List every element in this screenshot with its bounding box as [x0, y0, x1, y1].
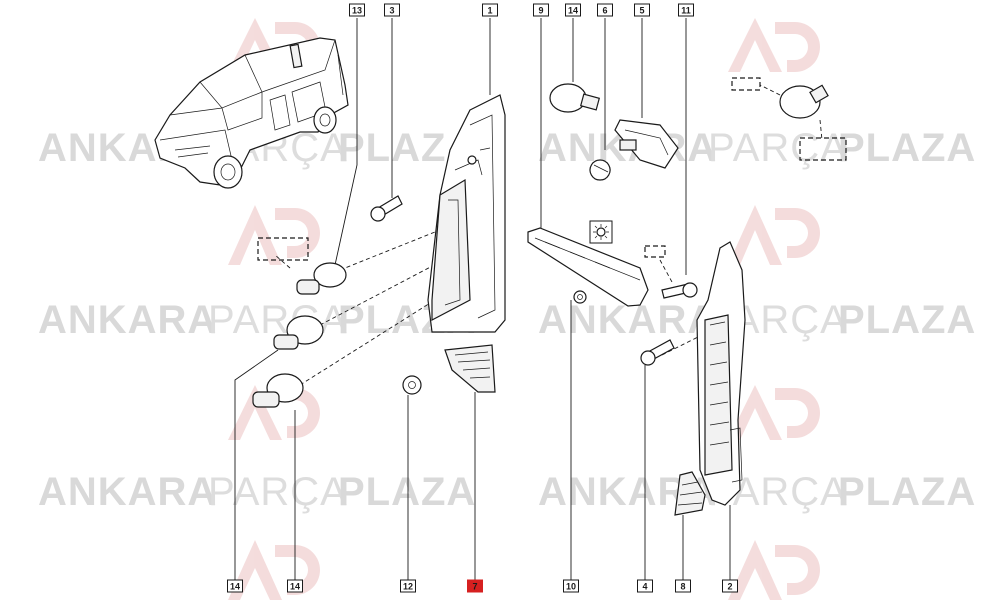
callout-4: 4 — [637, 579, 653, 593]
callout-number: 1 — [487, 6, 492, 16]
watermark-text-row-2: ANKARA PARÇA PLAZA ANKARA PARÇA PLAZA — [38, 298, 976, 342]
wm-word-parca: PARÇA — [708, 126, 848, 170]
callout-number: 9 — [538, 6, 543, 16]
callout-number: 4 — [642, 582, 647, 592]
part-screw-3 — [370, 195, 403, 222]
watermark-logo — [228, 18, 820, 600]
callout-number: 12 — [403, 582, 413, 592]
callout-13: 13 — [349, 3, 365, 17]
callouts-bottom: 14 14 12 7 10 4 8 2 — [227, 579, 738, 593]
callout-10: 10 — [563, 579, 579, 593]
callout-box — [678, 3, 694, 17]
part-dashed-placeholder — [731, 77, 761, 91]
part-screw-4 — [640, 339, 675, 366]
part-number-plate-lamp — [589, 119, 679, 181]
callout-box — [384, 3, 400, 17]
wm-word-plaza: PLAZA — [838, 126, 976, 170]
callouts-top: 13 3 1 9 14 6 5 11 — [349, 3, 694, 17]
part-dashed-placeholder — [799, 137, 847, 161]
callout-box — [565, 3, 581, 17]
callout-number: 6 — [602, 6, 607, 16]
wm-word-plaza: PLAZA — [838, 470, 976, 514]
callout-box — [287, 579, 303, 593]
callout-number: 2 — [727, 582, 732, 592]
callout-box — [533, 3, 549, 17]
wm-word-plaza: PLAZA — [338, 470, 476, 514]
callout-box — [675, 579, 691, 593]
callout-box — [467, 579, 483, 593]
callout-11: 11 — [678, 3, 694, 17]
callout-number: 5 — [639, 6, 644, 16]
part-bulb-symbol — [589, 220, 613, 244]
callout-box — [722, 579, 738, 593]
callout-number: 11 — [681, 6, 691, 16]
callout-14: 14 — [287, 579, 303, 593]
callout-box — [482, 3, 498, 17]
wm-word-parca: PARÇA — [208, 470, 348, 514]
callout-7: 7 — [467, 579, 483, 593]
wm-word-plaza: PLAZA — [838, 298, 976, 342]
callout-2: 2 — [722, 579, 738, 593]
callout-14: 14 — [565, 3, 581, 17]
callout-14: 14 — [227, 579, 243, 593]
part-bulb-14-middle — [273, 315, 324, 350]
part-bulb-top-right — [779, 84, 829, 119]
callout-9: 9 — [533, 3, 549, 17]
callout-3: 3 — [384, 3, 400, 17]
part-reflector-7 — [444, 344, 496, 393]
callout-box — [634, 3, 650, 17]
callout-number: 13 — [352, 6, 362, 16]
callout-number: 10 — [566, 582, 576, 592]
part-reflector-8 — [674, 471, 706, 516]
callout-8: 8 — [675, 579, 691, 593]
callout-box — [227, 579, 243, 593]
callout-6: 6 — [597, 3, 613, 17]
callout-box — [563, 579, 579, 593]
part-dashed-placeholder — [257, 237, 309, 261]
leader-lines — [234, 18, 823, 580]
part-clip-12 — [402, 375, 422, 395]
part-bulb-14-lower — [252, 373, 304, 408]
part-bulb-14-top — [549, 83, 601, 113]
callout-box — [637, 579, 653, 593]
van-illustration — [154, 37, 349, 189]
part-rear-lamp-housing — [427, 94, 506, 333]
part-side-lamp-2 — [696, 241, 746, 506]
callout-number: 14 — [230, 582, 240, 592]
part-bulb-13 — [296, 262, 347, 295]
callout-number: 8 — [680, 582, 685, 592]
callout-number: 7 — [472, 582, 477, 592]
callout-box — [400, 579, 416, 593]
callout-box — [349, 3, 365, 17]
watermark-text-row-3: ANKARA PARÇA PLAZA ANKARA PARÇA PLAZA — [38, 470, 976, 514]
wm-word-ankara: ANKARA — [38, 298, 217, 342]
callout-1: 1 — [482, 3, 498, 17]
part-third-brake-light — [527, 227, 649, 307]
callout-number: 14 — [290, 582, 300, 592]
callout-number: 14 — [568, 6, 578, 16]
wm-word-ankara: ANKARA — [38, 470, 217, 514]
callout-box — [597, 3, 613, 17]
part-screw-11 — [661, 282, 698, 299]
callout-12: 12 — [400, 579, 416, 593]
callout-number: 3 — [389, 6, 394, 16]
part-dashed-placeholder — [644, 245, 666, 258]
callout-5: 5 — [634, 3, 650, 17]
